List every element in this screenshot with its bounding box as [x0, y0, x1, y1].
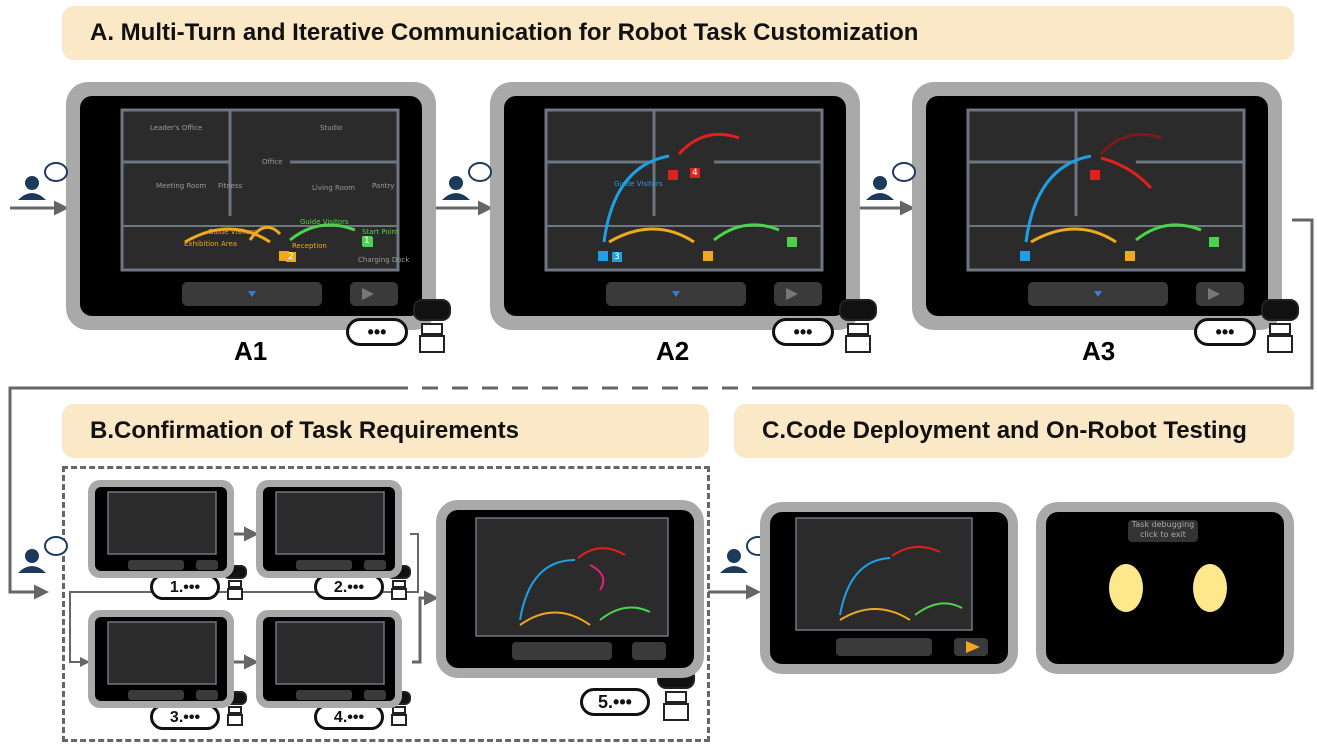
debug-subtitle: click to exit [1140, 530, 1186, 539]
section-a-title: A. Multi-Turn and Iterative Communicatio… [90, 19, 919, 46]
step-number: 4 [690, 168, 700, 178]
step-number: 1 [362, 236, 372, 246]
user-icon [18, 176, 894, 573]
action-label: Guide Visitors [614, 180, 663, 188]
debug-title: Task debugging [1131, 520, 1195, 529]
section-c-banner: C.Code Deployment and On-Robot Testing [734, 404, 1294, 458]
section-b-title: B.Confirmation of Task Requirements [90, 417, 519, 444]
robot-speech-bubble: 1.••• [150, 574, 220, 600]
room-label: Office [262, 158, 283, 166]
panel-label-a1: A1 [234, 336, 268, 366]
room-label: Leader's Office [150, 124, 203, 132]
room-label: Studio [320, 124, 343, 132]
panel-label-a3: A3 [1082, 336, 1116, 366]
room-label: Start Point [362, 228, 399, 236]
robot-speech-bubble: ••• [1194, 318, 1256, 346]
step-number: 2 [286, 252, 296, 262]
action-label: Guide Visitors [300, 218, 349, 226]
room-label: Exhibition Area [184, 240, 238, 248]
room-label: Pantry [372, 182, 395, 190]
robot-speech-bubble: ••• [346, 318, 408, 346]
action-label: Guide Visitors [208, 228, 257, 236]
room-label: Charging Dock [358, 256, 410, 264]
section-a-banner: A. Multi-Turn and Iterative Communicatio… [62, 6, 1294, 60]
step-number: 3 [612, 252, 622, 262]
room-label: Fitness [218, 182, 243, 190]
room-label: Meeting Room [156, 182, 207, 190]
debug-overlay[interactable]: Task debugging click to exit [1128, 520, 1198, 542]
robot-speech-bubble: ••• [772, 318, 834, 346]
room-label: Reception [292, 242, 327, 250]
room-label: Living Room [312, 184, 355, 192]
section-c-title: C.Code Deployment and On-Robot Testing [762, 417, 1247, 444]
robot-speech-bubble: 5.••• [580, 688, 650, 716]
section-b-banner: B.Confirmation of Task Requirements [62, 404, 709, 458]
panel-label-a2: A2 [656, 336, 690, 366]
task-requirements-group [62, 466, 710, 742]
